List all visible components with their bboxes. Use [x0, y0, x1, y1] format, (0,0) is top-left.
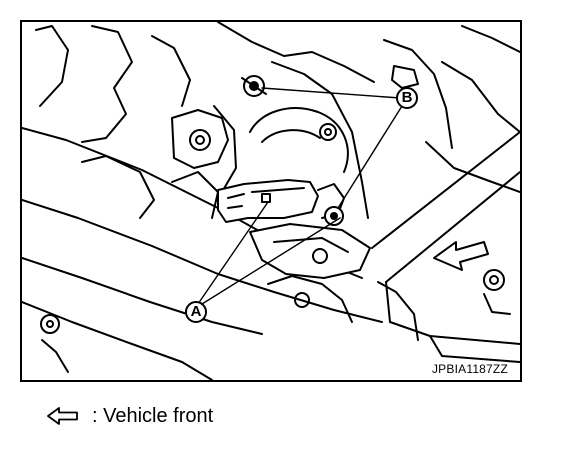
engine-bay-line-drawing — [22, 22, 520, 380]
engine-bay-contours — [35, 22, 520, 341]
legend-label: : Vehicle front — [92, 404, 214, 427]
mounting-bolts — [241, 65, 419, 97]
sensor-connector — [217, 179, 345, 226]
callout-b: B — [396, 87, 418, 109]
lower-bolt — [40, 292, 310, 373]
mount-bracket — [171, 109, 371, 279]
service-illustration: B A JPBIA1187ZZ — [20, 20, 522, 382]
callout-a: A — [185, 301, 207, 323]
hollow-left-arrow-icon — [47, 407, 78, 425]
legend: : Vehicle front — [46, 402, 213, 430]
right-panel — [371, 131, 520, 363]
vehicle-front-arrow-in-figure — [433, 241, 489, 271]
leader-lines — [197, 87, 403, 305]
figure-code: JPBIA1187ZZ — [431, 362, 508, 376]
